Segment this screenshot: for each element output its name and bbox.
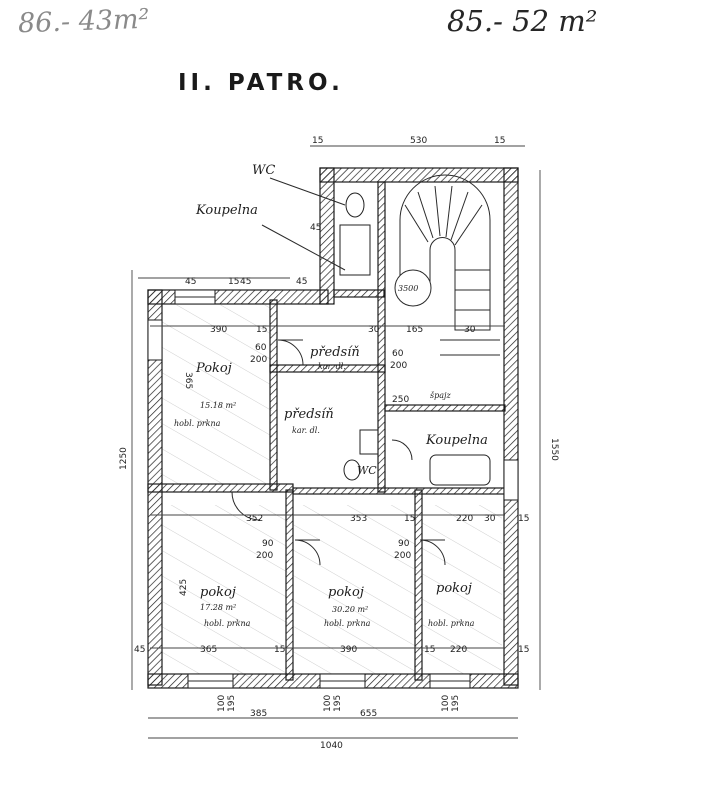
floor-title: II. PATRO. xyxy=(178,70,344,96)
dim-r165: 165 xyxy=(406,325,423,335)
label-pokoj-bm-area: 30.20 m² xyxy=(332,605,368,614)
fixtures xyxy=(339,192,491,486)
dim-b195a: 195 xyxy=(227,695,237,712)
dim-r15c: 15 xyxy=(518,514,529,524)
label-predsin-2-sub: kar. dl. xyxy=(292,426,320,435)
dim-r250: 250 xyxy=(392,395,409,405)
label-predsin-1-sub: kar. dl. xyxy=(318,362,346,371)
label-pokoj-top-floor: hobl. prkna xyxy=(174,419,221,428)
dim-b100a: 100 xyxy=(217,695,227,712)
dim-top-530: 530 xyxy=(410,136,427,146)
dim-top-15a: 15 xyxy=(312,136,323,146)
label-wc-top: WC xyxy=(252,163,275,178)
dim-b1040: 1040 xyxy=(320,741,343,751)
dim-r390b: 390 xyxy=(340,645,357,655)
dim-r353: 353 xyxy=(350,514,367,524)
label-predsin-1: předsíň xyxy=(310,345,360,360)
dim-b195b: 195 xyxy=(333,695,343,712)
dim-r15a: 15 xyxy=(256,325,267,335)
label-pokoj-bm-floor: hobl. prkna xyxy=(324,619,371,628)
wc-leader xyxy=(269,177,346,206)
dim-r30c: 30 xyxy=(484,514,496,524)
dim-45c: 45 xyxy=(240,277,251,287)
label-koupelna-right: Koupelna xyxy=(425,433,488,448)
dim-45d: 45 xyxy=(296,277,307,287)
room-floor-pokoj-bl xyxy=(160,505,288,680)
dim-r15e: 15 xyxy=(424,645,435,655)
dim-b100c: 100 xyxy=(441,695,451,712)
dim-r60b: 60 xyxy=(392,349,404,359)
dim-r90a: 90 xyxy=(262,539,274,549)
dim-b385: 385 xyxy=(250,709,267,719)
dim-r200c: 200 xyxy=(256,551,273,561)
dim-r200a: 200 xyxy=(250,355,267,365)
dim-r90b: 90 xyxy=(398,539,410,549)
dim-45b: 45 xyxy=(185,277,196,287)
room-floor-pokoj-top xyxy=(160,305,272,485)
dim-r30: 30 xyxy=(368,325,380,335)
dim-r15d: 15 xyxy=(274,645,285,655)
dim-r365a: 365 xyxy=(183,372,193,389)
dimension-lines xyxy=(131,145,541,739)
staircase xyxy=(394,174,500,356)
dim-r15f: 15 xyxy=(518,645,529,655)
windows xyxy=(147,289,519,689)
dim-15: 15 xyxy=(228,277,239,287)
dim-top-15b: 15 xyxy=(494,136,505,146)
room-floor-pokoj-bm xyxy=(292,505,417,680)
dim-r15b: 15 xyxy=(404,514,415,524)
dim-left-1250: 1250 xyxy=(119,447,129,470)
area-note-right: 85.- 52 m² xyxy=(447,4,598,38)
dim-45a: 45 xyxy=(310,223,321,233)
label-pokoj-br-floor: hobl. prkna xyxy=(428,619,475,628)
label-predsin-2: předsíň xyxy=(284,407,334,422)
label-pokoj-br: pokoj xyxy=(436,581,472,596)
label-pokoj-bl: pokoj xyxy=(200,585,236,600)
dim-right-1550: 1550 xyxy=(549,438,559,461)
room-floor-pokoj-br xyxy=(422,505,502,680)
dim-b655: 655 xyxy=(360,709,377,719)
label-wc-mid: WC xyxy=(357,464,377,477)
label-pokoj-top: Pokoj xyxy=(195,361,232,376)
label-stair: 3500 xyxy=(398,284,418,293)
label-pokoj-top-area: 15.18 m² xyxy=(200,401,236,410)
dim-r200b: 200 xyxy=(390,361,407,371)
dim-r60: 60 xyxy=(255,343,267,353)
koupelna-leader xyxy=(261,224,346,271)
label-pokoj-bl-area: 17.28 m² xyxy=(200,603,236,612)
dim-b100b: 100 xyxy=(323,695,333,712)
dim-r352: 352 xyxy=(246,514,263,524)
interior-walls xyxy=(147,181,506,681)
label-pokoj-bl-floor: hobl. prkna xyxy=(204,619,251,628)
doors xyxy=(231,339,446,566)
dim-b195c: 195 xyxy=(451,695,461,712)
dim-r220a: 220 xyxy=(456,514,473,524)
dim-r365b: 365 xyxy=(200,645,217,655)
dim-r200d: 200 xyxy=(394,551,411,561)
label-spajz: špajz xyxy=(430,391,451,400)
dim-r45: 45 xyxy=(134,645,145,655)
label-koupelna-top: Koupelna xyxy=(195,203,258,218)
dim-r30b: 30 xyxy=(464,325,476,335)
dim-r390: 390 xyxy=(210,325,227,335)
dim-r220b: 220 xyxy=(450,645,467,655)
label-pokoj-bm: pokoj xyxy=(328,585,364,600)
dim-r425: 425 xyxy=(179,579,189,596)
